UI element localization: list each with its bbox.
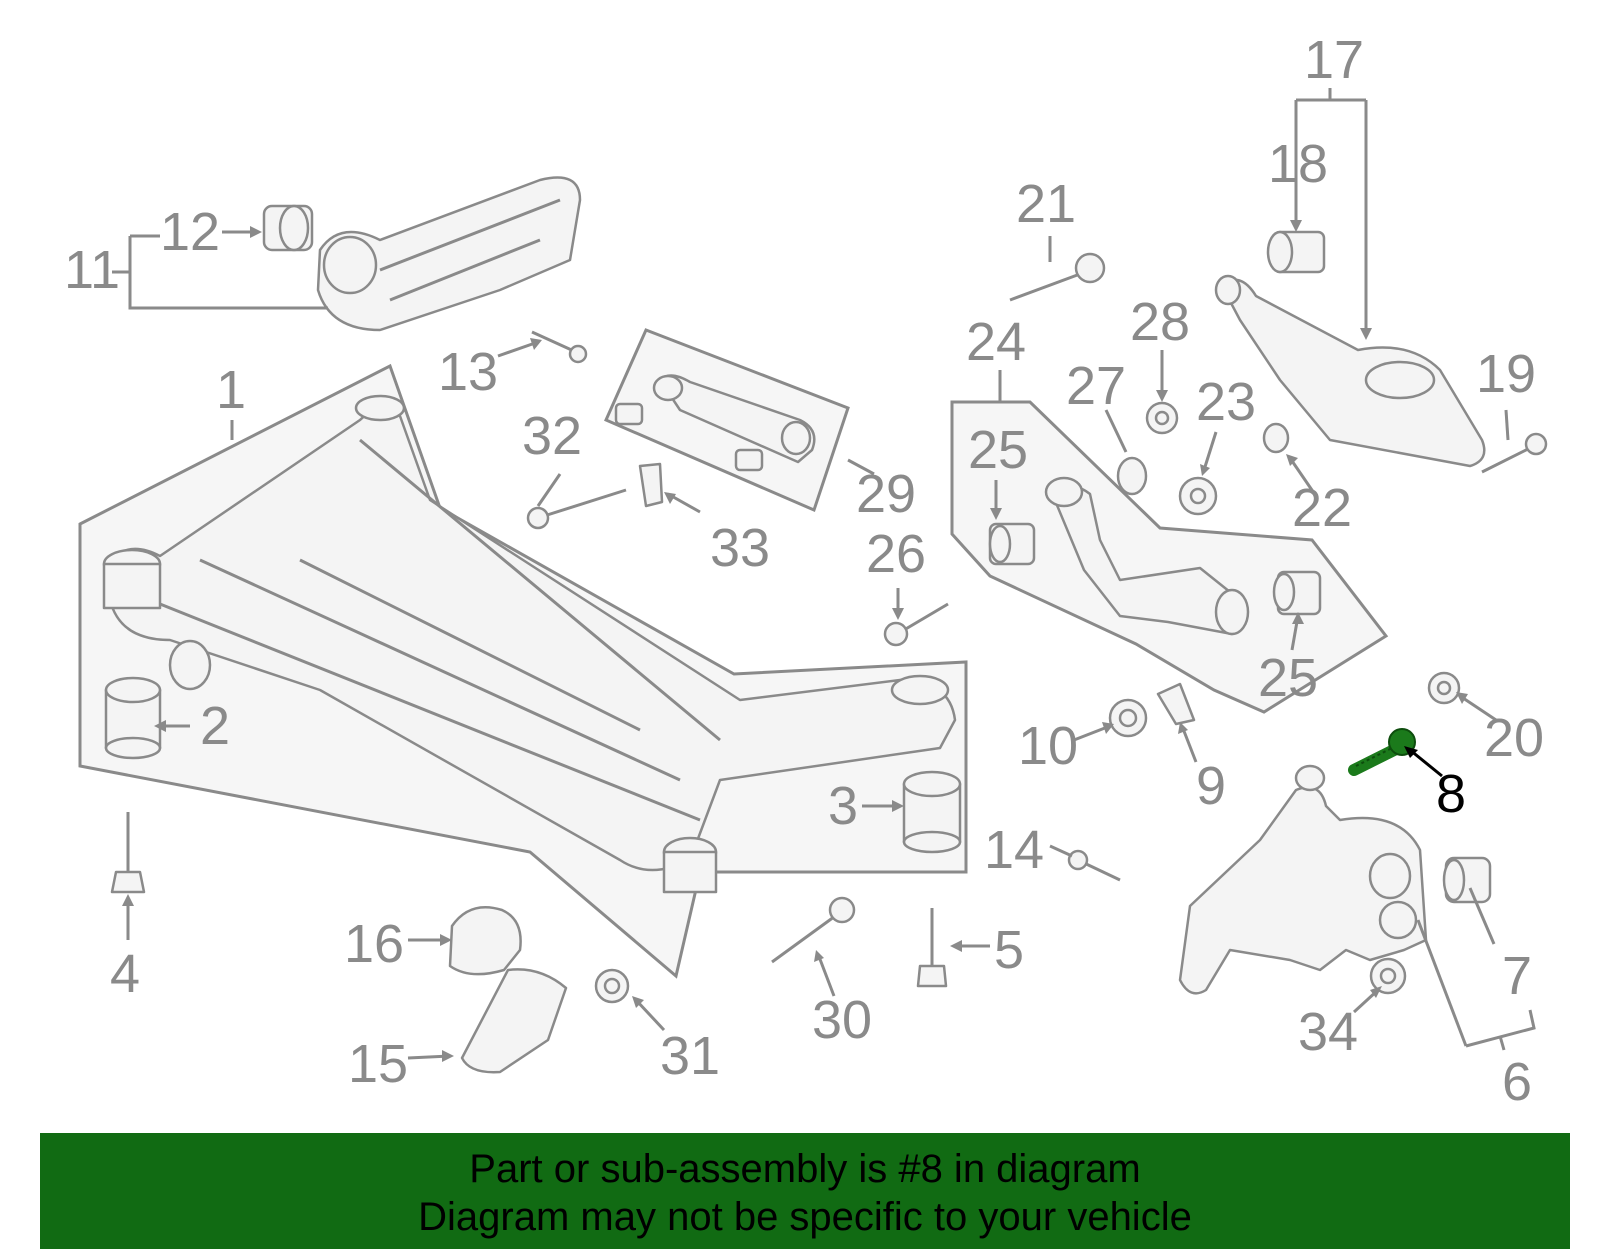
callout-29: 29 bbox=[856, 464, 916, 524]
nut-10 bbox=[1108, 698, 1148, 738]
callout-1: 1 bbox=[216, 360, 246, 420]
callout-13: 13 bbox=[438, 342, 498, 402]
callout-19: 19 bbox=[1476, 344, 1536, 404]
callout-31: 31 bbox=[660, 1026, 720, 1086]
knuckle-6 bbox=[1178, 764, 1428, 995]
nut-20 bbox=[1427, 671, 1461, 705]
lower-arm-17 bbox=[1214, 274, 1486, 468]
washer-22 bbox=[1262, 422, 1290, 454]
callout-27: 27 bbox=[1066, 356, 1126, 416]
bolt-4 bbox=[110, 812, 146, 894]
callout-25-left: 25 bbox=[968, 420, 1028, 480]
bolt-5 bbox=[916, 908, 948, 988]
bolt-13 bbox=[531, 330, 588, 364]
bolt-30 bbox=[771, 896, 856, 964]
callout-16: 16 bbox=[344, 914, 404, 974]
callout-24: 24 bbox=[966, 312, 1026, 372]
bushing-7 bbox=[1442, 856, 1492, 904]
bushing-2 bbox=[104, 676, 162, 760]
callout-14: 14 bbox=[984, 820, 1044, 880]
subframe-group bbox=[78, 363, 968, 979]
callout-21: 21 bbox=[1016, 174, 1076, 234]
callout-12: 12 bbox=[160, 202, 220, 262]
mount-16 bbox=[448, 906, 522, 976]
control-arm-29-group bbox=[604, 328, 850, 513]
bolt-14 bbox=[1067, 849, 1121, 882]
bracket-15 bbox=[460, 968, 568, 1074]
callout-8: 8 bbox=[1436, 764, 1466, 824]
banner-line-1: Part or sub-assembly is #8 in diagram bbox=[469, 1147, 1141, 1191]
callout-25-right: 25 bbox=[1258, 648, 1318, 708]
bolt-19 bbox=[1481, 432, 1548, 474]
bushing-25-right bbox=[1272, 570, 1322, 616]
callout-33: 33 bbox=[710, 518, 770, 578]
bolt-32 bbox=[526, 488, 627, 530]
callout-26: 26 bbox=[866, 524, 926, 584]
bolt-26 bbox=[883, 602, 949, 647]
callout-30: 30 bbox=[812, 990, 872, 1050]
callout-15: 15 bbox=[348, 1034, 408, 1094]
callout-5: 5 bbox=[994, 920, 1024, 980]
bushing-25-left bbox=[988, 522, 1036, 566]
bushing-18 bbox=[1266, 230, 1326, 274]
callout-9: 9 bbox=[1196, 756, 1226, 816]
info-banner: Part or sub-assembly is #8 in diagram Di… bbox=[40, 1133, 1570, 1249]
nut-34 bbox=[1369, 957, 1407, 995]
callout-labels: 1 2 3 4 5 6 7 8 9 10 11 12 13 14 15 16 1… bbox=[64, 30, 1544, 1112]
banner-line-2: Diagram may not be specific to your vehi… bbox=[418, 1195, 1192, 1239]
callout-23: 23 bbox=[1196, 372, 1256, 432]
callout-34: 34 bbox=[1298, 1002, 1358, 1062]
nut-28 bbox=[1145, 401, 1179, 435]
callout-6: 6 bbox=[1502, 1052, 1532, 1112]
callout-17: 17 bbox=[1304, 30, 1364, 90]
bushing-12 bbox=[262, 204, 314, 252]
callout-32: 32 bbox=[522, 406, 582, 466]
callout-2: 2 bbox=[200, 696, 230, 756]
callout-11: 11 bbox=[64, 240, 120, 300]
bolt-21 bbox=[1009, 252, 1106, 302]
nut-31 bbox=[594, 968, 630, 1004]
ring-27 bbox=[1116, 456, 1148, 496]
callout-10: 10 bbox=[1018, 716, 1078, 776]
plate-33 bbox=[638, 462, 664, 508]
callout-28: 28 bbox=[1130, 292, 1190, 352]
leader-lines bbox=[112, 88, 1536, 1051]
nut-23 bbox=[1178, 476, 1218, 516]
trailing-arm-11 bbox=[316, 176, 582, 332]
callout-arrows bbox=[122, 190, 1510, 1062]
bushing-3 bbox=[902, 770, 962, 854]
callout-20: 20 bbox=[1484, 708, 1544, 768]
callout-4: 4 bbox=[110, 944, 140, 1004]
plate-9 bbox=[1156, 682, 1196, 726]
callout-18: 18 bbox=[1268, 134, 1328, 194]
upper-arm-24-group bbox=[950, 400, 1389, 714]
callout-3: 3 bbox=[828, 776, 858, 836]
callout-22: 22 bbox=[1292, 478, 1352, 538]
callout-7: 7 bbox=[1502, 946, 1532, 1006]
